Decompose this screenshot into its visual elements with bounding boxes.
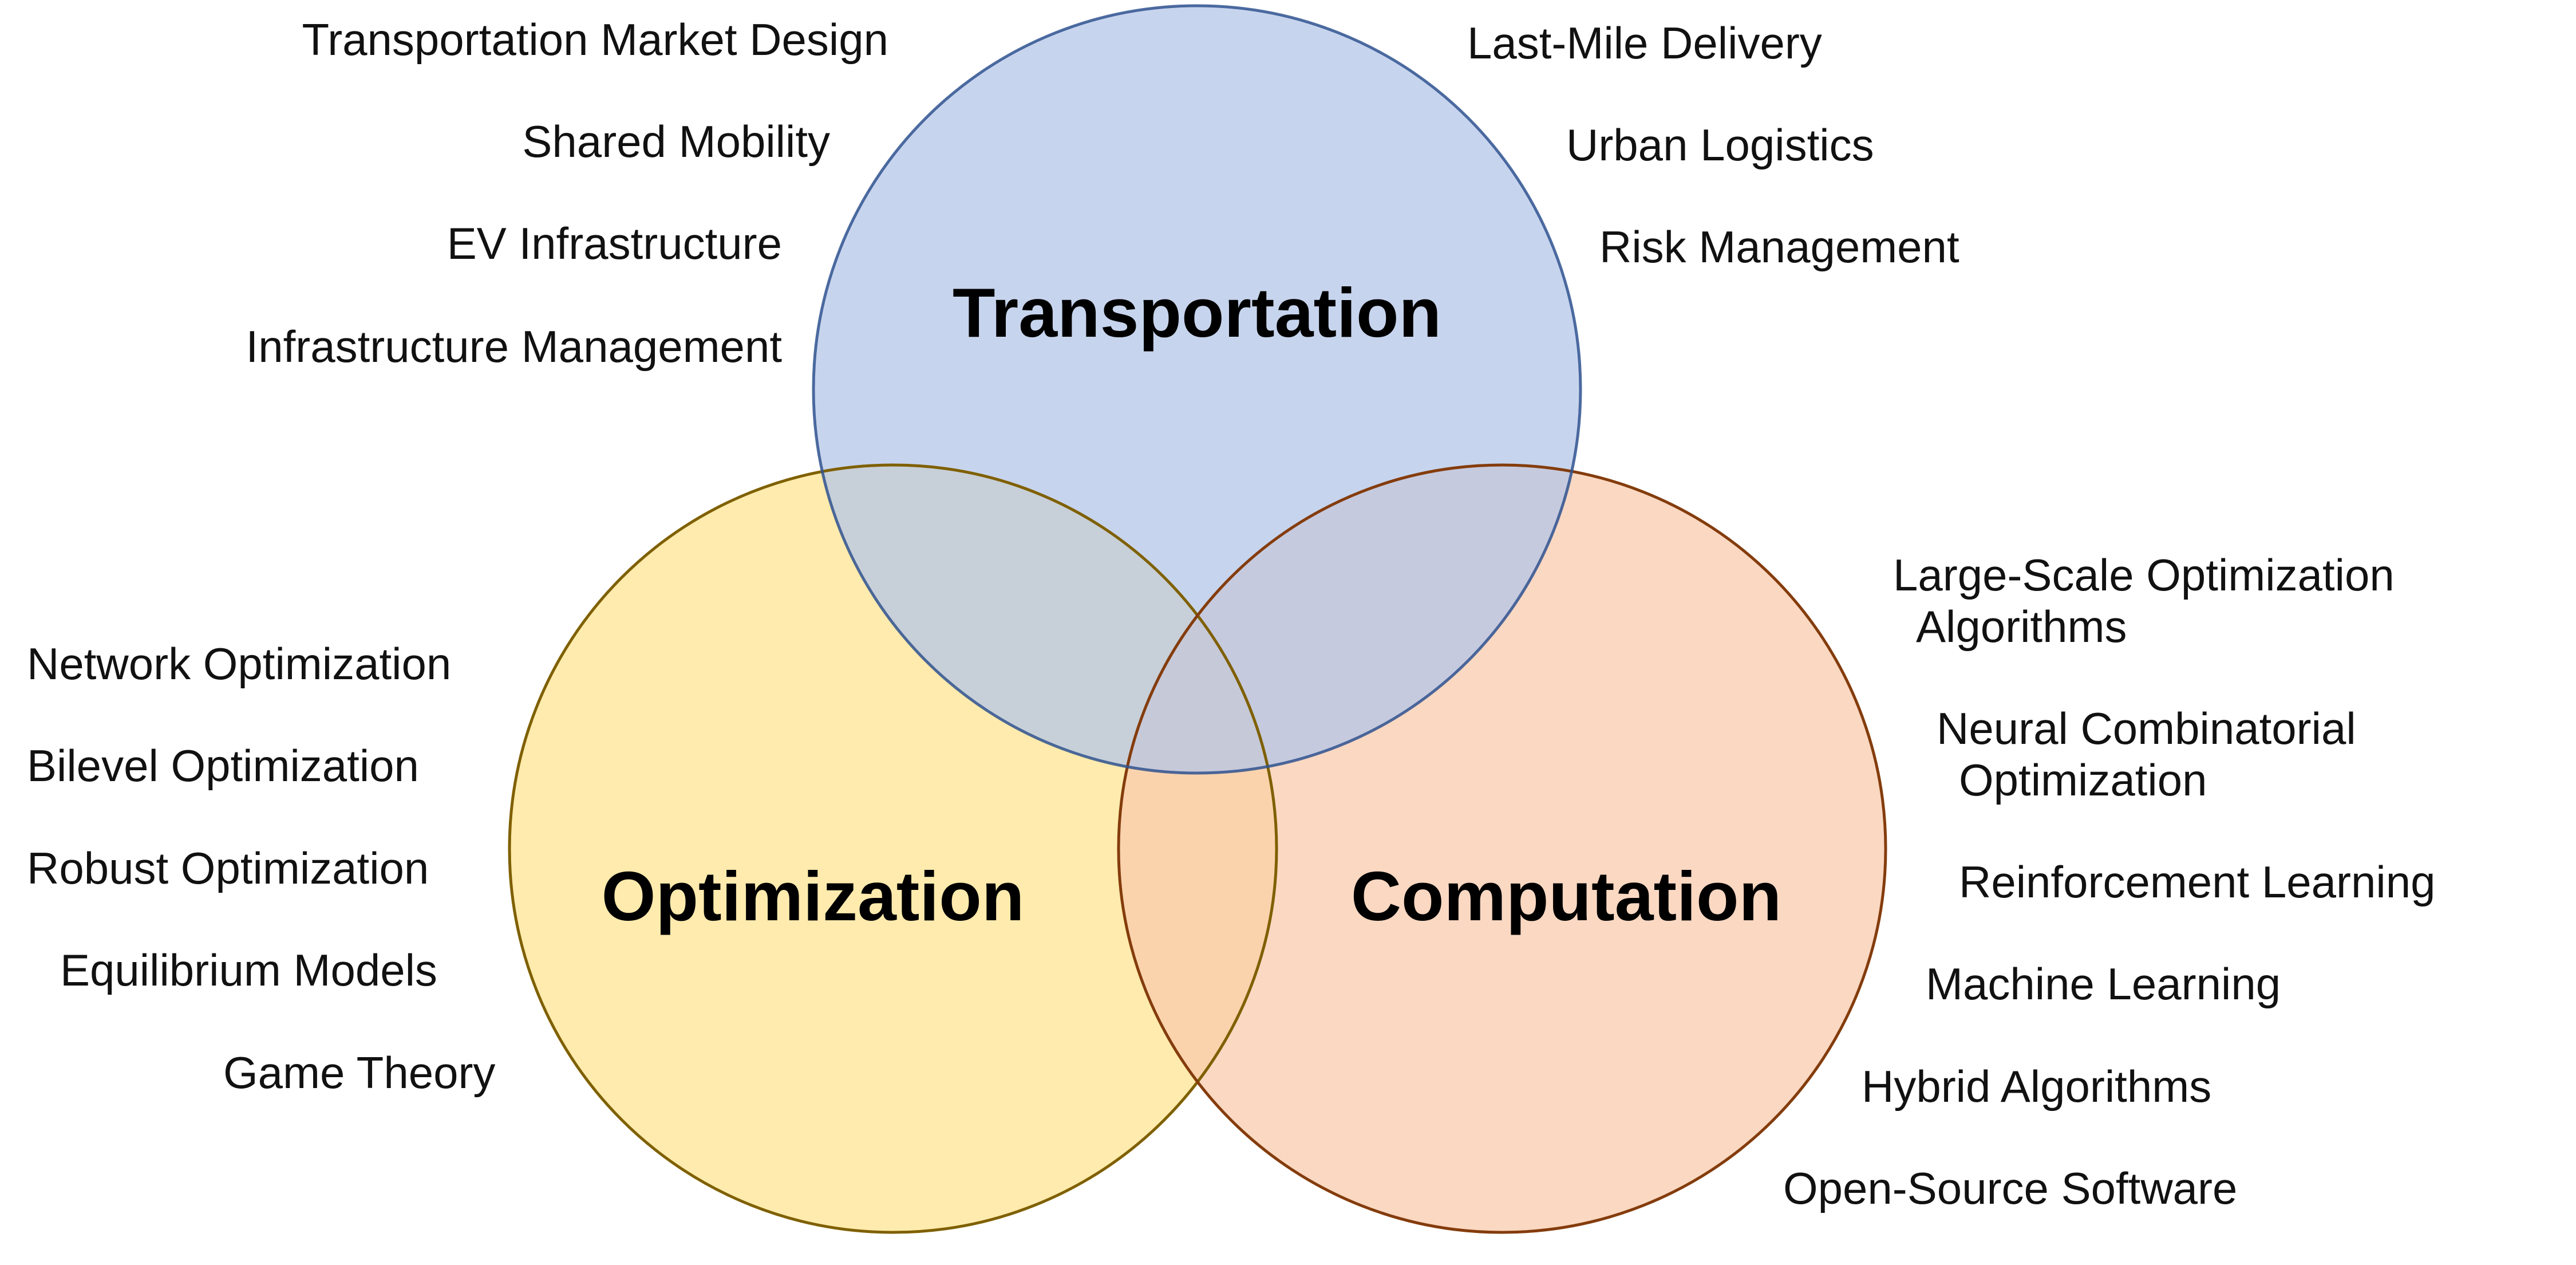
topic-neural-combinatorial-optimization: Neural Combinatorial Optimization	[1937, 703, 2368, 805]
topic-machine-learning: Machine Learning	[1926, 959, 2281, 1009]
topic-network-optimization: Network Optimization	[27, 639, 451, 689]
topic-equilibrium-models: Equilibrium Models	[60, 945, 437, 995]
topic-transportation-market-design: Transportation Market Design	[302, 14, 888, 65]
topic-game-theory: Game Theory	[223, 1047, 495, 1098]
topic-open-source-software: Open-Source Software	[1783, 1163, 2237, 1213]
topic-hybrid-algorithms: Hybrid Algorithms	[1862, 1061, 2211, 1112]
topic-risk-management: Risk Management	[1599, 222, 1959, 272]
topic-robust-optimization: Robust Optimization	[27, 843, 429, 893]
topic-ev-infrastructure: EV Infrastructure	[447, 218, 782, 269]
topic-bilevel-optimization: Bilevel Optimization	[27, 740, 419, 791]
topic-shared-mobility: Shared Mobility	[522, 116, 830, 167]
topic-urban-logistics: Urban Logistics	[1566, 120, 1874, 170]
topic-reinforcement-learning: Reinforcement Learning	[1959, 857, 2435, 907]
transportation-label: Transportation	[953, 274, 1441, 352]
topic-infrastructure-management: Infrastructure Management	[246, 321, 783, 372]
optimization-label: Optimization	[602, 857, 1025, 935]
topic-last-mile-delivery: Last-Mile Delivery	[1467, 18, 1822, 68]
topic-large-scale-optimization-algorithms: Large-Scale Optimization Algorithms	[1893, 550, 2407, 652]
transportation-circle-outline	[812, 4, 1582, 775]
computation-label: Computation	[1351, 857, 1781, 935]
transportation-circle	[813, 6, 1581, 773]
optimization-circle-outline	[508, 463, 1278, 1234]
computation-circle-outline	[1117, 463, 1887, 1234]
